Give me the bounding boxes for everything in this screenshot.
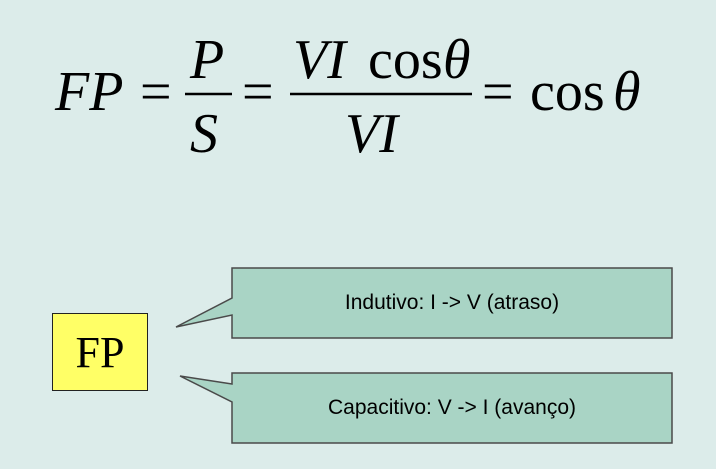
- fp-label-box: FP: [52, 313, 148, 391]
- callout-capacitive-shape: [179, 372, 673, 444]
- fraction-2-numerator-cos: cos: [368, 29, 443, 91]
- formula-equals-1: =: [140, 61, 172, 123]
- formula-equals-2: =: [242, 61, 274, 123]
- formula-equals-3: =: [482, 61, 514, 123]
- fraction-2-numerator-theta: θ: [443, 29, 471, 91]
- callout-inductive-shape: [175, 267, 673, 339]
- formula-lhs: FP: [54, 61, 123, 123]
- fraction-2-numerator-vi: VI: [293, 29, 348, 91]
- fraction-1-denominator: S: [190, 103, 218, 165]
- callout-inductive-text: Indutivo: I -> V (atraso): [344, 291, 560, 314]
- fraction-1-numerator: P: [189, 29, 224, 91]
- fraction-2-denominator: VI: [345, 103, 400, 165]
- formula-rhs-cos: cos: [530, 61, 605, 123]
- formula-rhs-theta: θ: [613, 61, 641, 123]
- callout-capacitive-text: Capacitivo: V -> I (avanço): [327, 396, 577, 419]
- power-factor-formula: FP = P S = VI cos θ VI = cos θ: [0, 0, 716, 190]
